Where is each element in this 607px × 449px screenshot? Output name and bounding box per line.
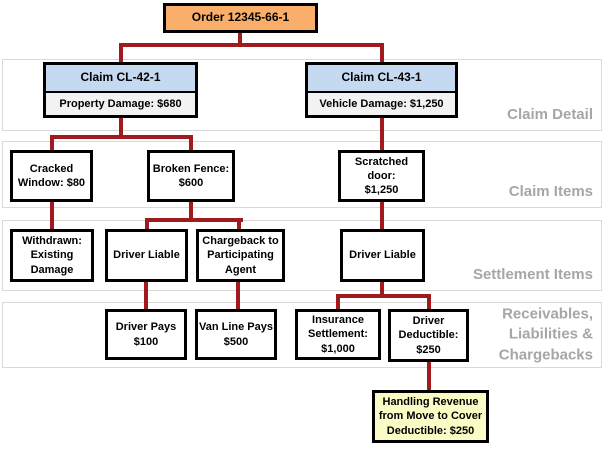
connector xyxy=(336,294,340,311)
node-van-line-pays: Van Line Pays $500 xyxy=(195,309,277,360)
band-claim-detail-label: Claim Detail xyxy=(507,105,593,123)
connector xyxy=(380,116,384,152)
band-settlement-items: Settlement Items xyxy=(2,220,602,291)
node-cracked-window: Cracked Window: $80 xyxy=(10,150,93,202)
node-order: Order 12345-66-1 xyxy=(163,3,318,33)
node-driver-liable-door: Driver Liable xyxy=(340,229,425,282)
connector xyxy=(427,294,431,311)
connector xyxy=(145,218,243,222)
connector xyxy=(119,43,384,47)
node-claim-cl-42-1: Claim CL-42-1 Property Damage: $680 xyxy=(43,62,198,118)
node-insurance-settlement: Insurance Settlement: $1,000 xyxy=(295,309,381,360)
band-claim-items: Claim Items xyxy=(2,141,602,208)
connector xyxy=(50,135,193,139)
connector xyxy=(189,199,193,222)
node-handling-revenue: Handling Revenue from Move to Cover Dedu… xyxy=(372,390,489,443)
node-driver-pays: Driver Pays $100 xyxy=(105,309,187,360)
node-driver-deductible: Driver Deductible: $250 xyxy=(388,309,469,362)
band-claim-items-label: Claim Items xyxy=(508,182,593,200)
claim-cl-42-1-header: Claim CL-42-1 xyxy=(46,65,195,93)
connector xyxy=(189,135,193,152)
node-claim-cl-43-1: Claim CL-43-1 Vehicle Damage: $1,250 xyxy=(305,62,458,118)
connector xyxy=(236,279,240,311)
band-receivables-label: Receivables, Liabilities & Chargebacks xyxy=(498,305,593,364)
node-scratched-door: Scratched door: $1,250 xyxy=(338,150,425,202)
claim-cl-43-1-header: Claim CL-43-1 xyxy=(308,65,455,93)
claim-cl-43-1-detail: Vehicle Damage: $1,250 xyxy=(308,93,455,115)
connector xyxy=(237,218,241,231)
connector xyxy=(119,116,123,139)
band-settlement-items-label: Settlement Items xyxy=(472,265,593,283)
connector xyxy=(145,218,149,231)
connector xyxy=(380,199,384,231)
node-driver-liable-fence: Driver Liable xyxy=(105,229,188,282)
node-withdrawn-existing-damage: Withdrawn: Existing Damage xyxy=(10,229,94,282)
connector xyxy=(238,33,242,45)
connector xyxy=(144,279,148,311)
connector xyxy=(119,43,123,63)
connector xyxy=(50,135,54,152)
connector xyxy=(427,360,431,392)
node-broken-fence: Broken Fence: $600 xyxy=(147,150,235,202)
node-chargeback-participating-agent: Chargeback to Participating Agent xyxy=(196,229,285,282)
connector xyxy=(336,294,431,298)
claim-cl-42-1-detail: Property Damage: $680 xyxy=(46,93,195,115)
connector xyxy=(50,199,54,231)
connector xyxy=(380,279,384,298)
connector xyxy=(380,43,384,63)
